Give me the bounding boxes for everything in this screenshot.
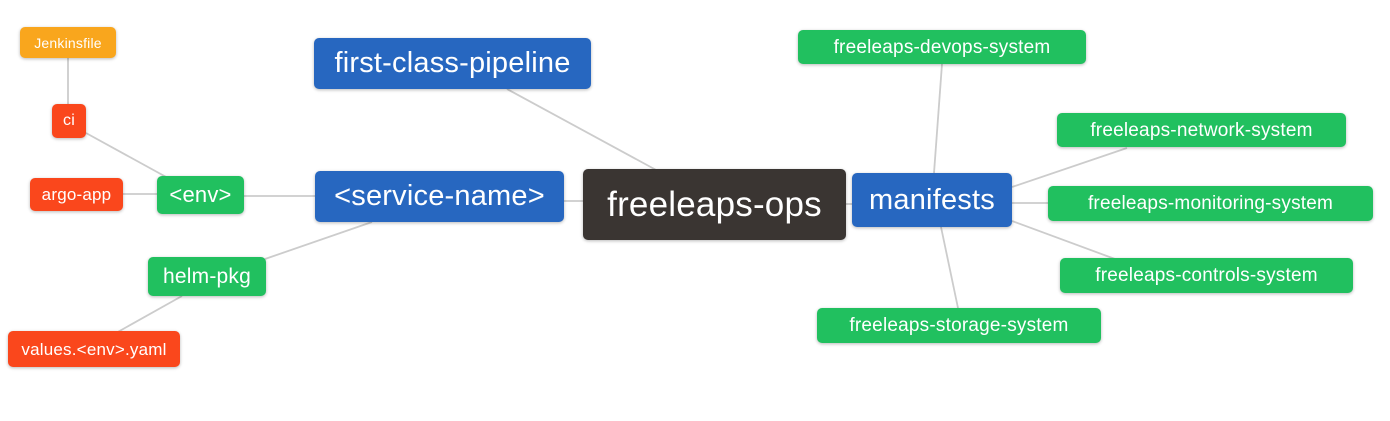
edge-manifests-devops-system (933, 63, 943, 174)
node-network-system[interactable]: freeleaps-network-system (1057, 113, 1346, 147)
node-service-name[interactable]: <service-name> (315, 171, 564, 222)
node-storage-system[interactable]: freeleaps-storage-system (817, 308, 1101, 343)
node-argo-app[interactable]: argo-app (30, 178, 123, 211)
node-jenkinsfile[interactable]: Jenkinsfile (20, 27, 116, 58)
node-freeleaps-ops[interactable]: freeleaps-ops (583, 169, 846, 240)
node-first-class-pipeline[interactable]: first-class-pipeline (314, 38, 591, 89)
node-env[interactable]: <env> (157, 176, 244, 214)
edge-manifests-storage-system (940, 226, 959, 309)
edge-helm-pkg-service-name (264, 221, 373, 260)
node-monitoring-system[interactable]: freeleaps-monitoring-system (1048, 186, 1373, 221)
node-devops-system[interactable]: freeleaps-devops-system (798, 30, 1086, 64)
edge-manifests-controls-system (1011, 220, 1116, 260)
node-values-env-yaml[interactable]: values.<env>.yaml (8, 331, 180, 367)
edge-ci-env (85, 132, 169, 179)
node-ci[interactable]: ci (52, 104, 86, 138)
edge-values-env-yaml-helm-pkg (115, 295, 183, 334)
edge-manifests-network-system (1011, 147, 1128, 188)
edge-first-class-pipeline-freeleaps-ops (506, 88, 659, 172)
node-helm-pkg[interactable]: helm-pkg (148, 257, 266, 296)
node-controls-system[interactable]: freeleaps-controls-system (1060, 258, 1353, 293)
node-manifests[interactable]: manifests (852, 173, 1012, 227)
